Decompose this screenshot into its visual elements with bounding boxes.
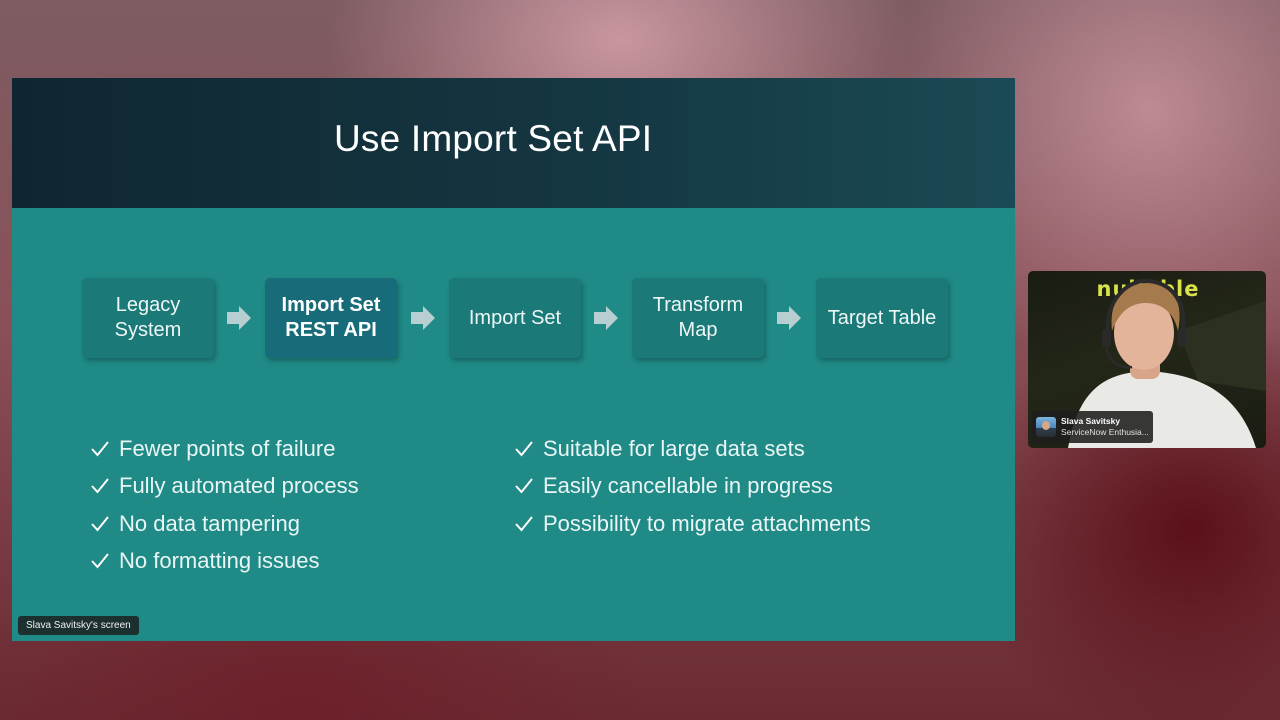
checkmark-icon — [90, 551, 110, 571]
list-item: No data tampering — [90, 505, 359, 543]
arrow-right-icon — [592, 304, 620, 332]
slide-header: Use Import Set API — [12, 78, 1015, 208]
list-item-label: Suitable for large data sets — [543, 435, 805, 461]
list-item-label: No data tampering — [119, 510, 300, 536]
list-item: Possibility to migrate attachments — [514, 505, 871, 543]
participant-title: ServiceNow Enthusia... — [1061, 427, 1149, 437]
checkmark-icon — [90, 439, 110, 459]
list-item: Easily cancellable in progress — [514, 468, 871, 506]
list-item: Fewer points of failure — [90, 430, 359, 468]
screen-share-label: Slava Savitsky's screen — [18, 616, 139, 635]
flow-step-import-set: Import Set — [449, 278, 581, 358]
arrow-right-icon — [409, 304, 437, 332]
shared-screen-slide: Use Import Set API Legacy System Import … — [12, 78, 1015, 641]
list-item-label: No formatting issues — [119, 548, 320, 574]
flow-step-transform-map: Transform Map — [632, 278, 764, 358]
list-item: Suitable for large data sets — [514, 430, 871, 468]
avatar — [1036, 417, 1056, 437]
participant-video-tile[interactable]: nullable Slava Savitsky ServiceNow Enthu… — [1028, 271, 1266, 448]
slide-title: Use Import Set API — [334, 118, 653, 159]
checkmark-icon — [514, 476, 534, 496]
flow-step-import-set-rest-api: Import Set REST API — [265, 278, 397, 358]
list-item-label: Easily cancellable in progress — [543, 473, 833, 499]
arrow-right-icon — [775, 304, 803, 332]
arrow-right-icon — [225, 304, 253, 332]
benefits-list-left: Fewer points of failure Fully automated … — [90, 430, 359, 580]
flow-step-legacy-system: Legacy System — [82, 278, 214, 358]
participant-name-card: Slava Savitsky ServiceNow Enthusia... — [1032, 411, 1153, 443]
participant-name: Slava Savitsky — [1061, 416, 1121, 426]
process-flow: Legacy System Import Set REST API Import… — [82, 278, 952, 358]
list-item-label: Possibility to migrate attachments — [543, 510, 871, 536]
checkmark-icon — [90, 514, 110, 534]
checkmark-icon — [514, 439, 534, 459]
flow-step-target-table: Target Table — [816, 278, 948, 358]
list-item-label: Fewer points of failure — [119, 435, 336, 461]
participant-video-feed — [1068, 278, 1266, 448]
list-item-label: Fully automated process — [119, 473, 359, 499]
checkmark-icon — [514, 514, 534, 534]
benefits-list-right: Suitable for large data sets Easily canc… — [514, 430, 871, 543]
checkmark-icon — [90, 476, 110, 496]
list-item: No formatting issues — [90, 543, 359, 581]
list-item: Fully automated process — [90, 468, 359, 506]
